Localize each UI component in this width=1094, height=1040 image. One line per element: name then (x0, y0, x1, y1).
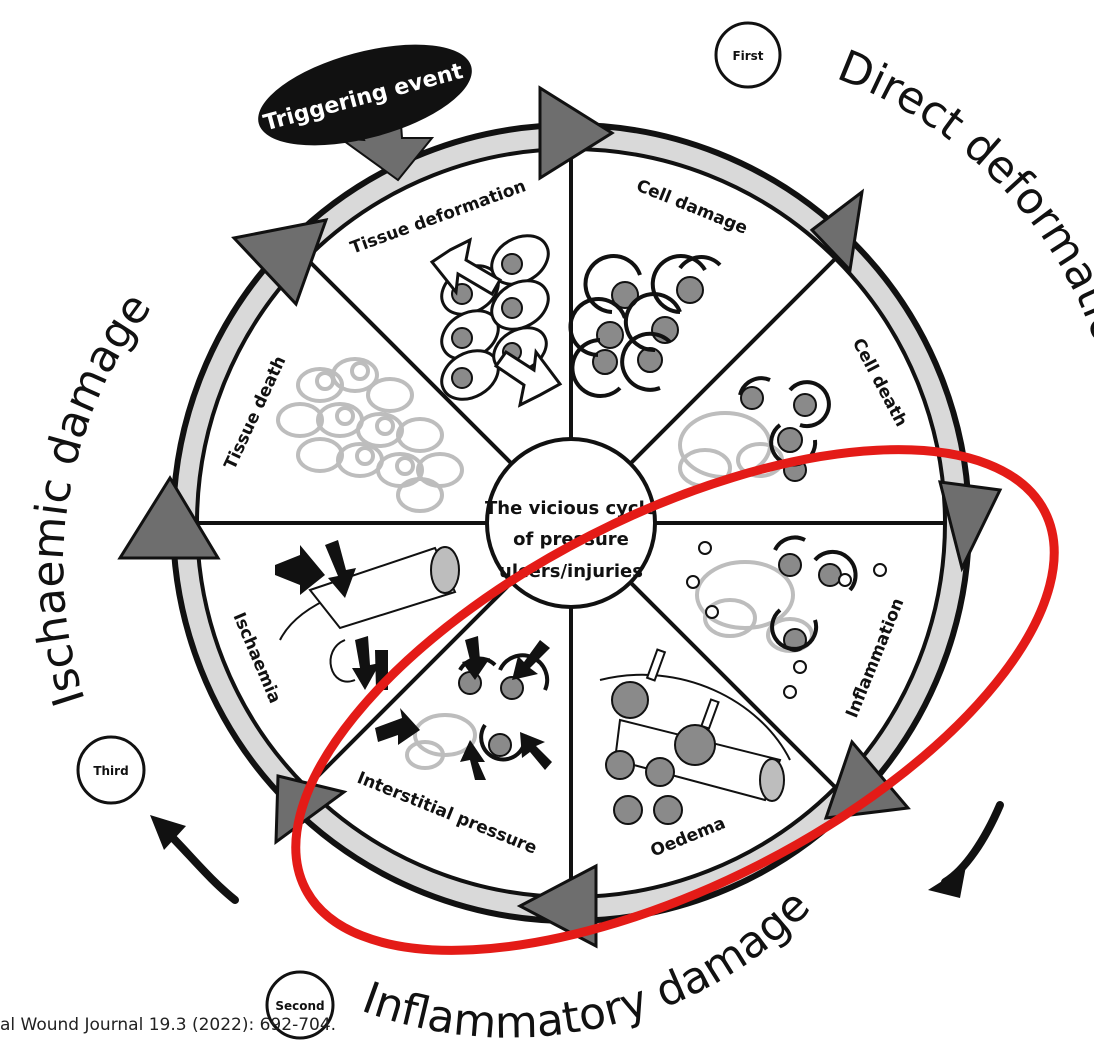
ischaemic-damage-label: Ischaemic damage (23, 283, 162, 712)
interstitial-pressure-illustration (375, 636, 552, 780)
phase-first-label: First (732, 49, 763, 63)
center-title-line1: The vicious cycle (485, 498, 657, 519)
ischaemia-illustration (275, 540, 460, 690)
phase-third-marker: Third (76, 735, 146, 805)
phase-second-marker: Second (265, 970, 335, 1040)
cycle-arrowheads (117, 85, 1003, 949)
phase-second-label: Second (275, 999, 324, 1013)
segment-dividers (198, 150, 944, 896)
phase-first-marker: First (714, 21, 782, 89)
compression-arrow-bottom (493, 348, 563, 408)
compression-arrow-top (429, 237, 503, 297)
tissue-deformation-illustration (429, 234, 563, 408)
flow-arrowheads (150, 815, 966, 898)
highlight-ellipse (291, 445, 1059, 955)
cell-damage-illustration (568, 254, 722, 398)
source-caption: al Wound Journal 19.3 (2022): 692-704. (0, 1015, 337, 1035)
phase-third-label: Third (93, 764, 128, 778)
oedema-illustration (599, 648, 791, 825)
inflammation-illustration (686, 535, 887, 699)
tissue-death-illustration (276, 357, 464, 513)
